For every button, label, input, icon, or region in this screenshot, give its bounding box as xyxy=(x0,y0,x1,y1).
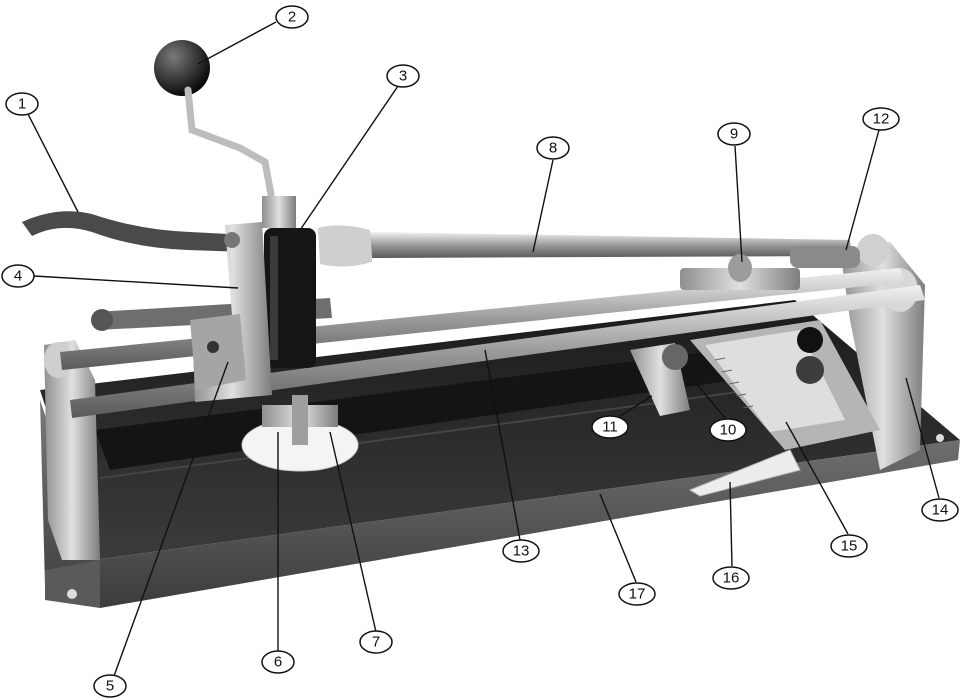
callout-2: 2 xyxy=(275,5,309,29)
breaking-foot xyxy=(241,395,359,472)
leader-17 xyxy=(599,493,637,583)
callout-label: 14 xyxy=(932,502,949,519)
callout-label: 10 xyxy=(720,422,737,439)
callout-1: 1 xyxy=(5,92,39,116)
leader-3 xyxy=(295,85,399,237)
callout-label: 4 xyxy=(14,268,22,285)
leader-13 xyxy=(484,349,521,541)
callout-label: 2 xyxy=(288,9,296,26)
callout-6: 6 xyxy=(261,650,295,674)
scale-ticks xyxy=(714,357,754,409)
angle-stop-assembly xyxy=(630,254,880,497)
callout-label: 9 xyxy=(730,126,738,143)
leader-5 xyxy=(113,361,229,677)
callout-label: 6 xyxy=(274,654,282,671)
leader-15 xyxy=(785,421,849,535)
callout-label: 17 xyxy=(629,586,646,603)
leader-7 xyxy=(329,431,377,633)
callout-12: 12 xyxy=(862,107,900,131)
tile-cutter-illustration xyxy=(22,40,960,608)
callout-label: 3 xyxy=(399,68,407,85)
callout-7: 7 xyxy=(359,630,393,654)
callout-label: 1 xyxy=(18,96,26,113)
left-end-bracket xyxy=(44,340,100,560)
leader-16 xyxy=(729,481,733,567)
callout-label: 13 xyxy=(513,543,530,560)
leader-8 xyxy=(532,159,554,253)
callout-4: 4 xyxy=(1,264,35,288)
callout-10: 10 xyxy=(709,418,747,442)
pressure-cylinder xyxy=(264,228,316,368)
leader-10 xyxy=(689,375,726,419)
callout-8: 8 xyxy=(536,136,570,160)
breaking-lever xyxy=(22,211,248,252)
leader-12 xyxy=(845,129,880,251)
leader-11 xyxy=(619,395,653,417)
callout-leaders xyxy=(27,21,940,677)
scoring-handle xyxy=(318,225,860,268)
callout-11: 11 xyxy=(591,415,629,439)
callout-label: 16 xyxy=(723,570,740,587)
leader-14 xyxy=(905,377,940,499)
callout-5: 5 xyxy=(93,674,127,698)
callout-3: 3 xyxy=(386,64,420,88)
leader-1 xyxy=(27,113,79,213)
leader-4 xyxy=(33,275,239,289)
callout-9: 9 xyxy=(717,122,751,146)
callout-label: 12 xyxy=(873,111,890,128)
leader-9 xyxy=(734,145,743,263)
callout-16: 16 xyxy=(712,566,750,590)
callout-15: 15 xyxy=(830,534,868,558)
callout-label: 11 xyxy=(602,419,618,436)
callout-label: 7 xyxy=(372,634,380,651)
callout-label: 5 xyxy=(106,678,114,695)
crank-knob-assembly xyxy=(154,40,296,228)
callout-14: 14 xyxy=(921,498,959,522)
sliding-carriage xyxy=(190,222,272,402)
callout-label: 15 xyxy=(841,538,858,555)
callout-label: 8 xyxy=(549,140,557,157)
callout-13: 13 xyxy=(502,539,540,563)
callout-badges: 1 2 3 4 5 6 7 8 xyxy=(1,5,959,698)
callout-17: 17 xyxy=(618,582,656,606)
leader-2 xyxy=(197,21,277,65)
